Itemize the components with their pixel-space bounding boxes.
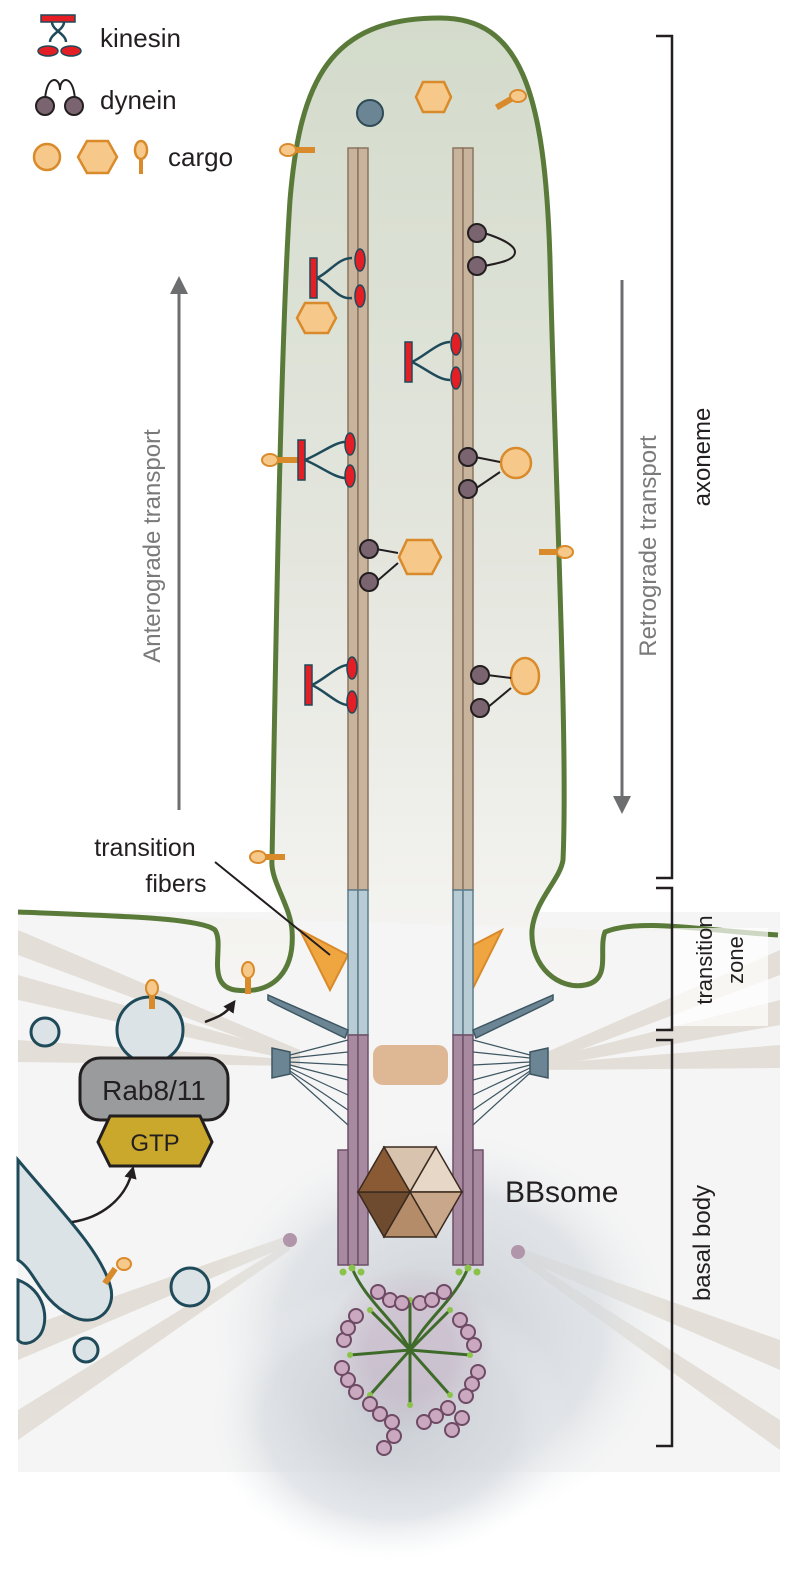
bbsome-label: BBsome [505, 1176, 618, 1209]
cartwheel [325, 1264, 495, 1456]
cargo-legend-icon [32, 139, 149, 175]
kinesin-motors [297, 248, 462, 714]
legend-kinesin-label: kinesin [100, 23, 181, 53]
subdistal-appendage-left [271, 1039, 349, 1126]
axoneme-label: axoneme [689, 408, 716, 507]
transition-zone-label-2: zone [723, 936, 748, 984]
anterograde-label: Anterograde transport [139, 429, 166, 663]
membrane-cargo [102, 89, 574, 1286]
transition-fibers-pointer [214, 861, 331, 956]
vesicle-to-rab-arrow [71, 1165, 137, 1224]
region-brackets [656, 34, 674, 1448]
transition-fiber-left [297, 927, 350, 993]
dynein-legend-icon [35, 79, 84, 116]
gtp-label: GTP [130, 1130, 179, 1157]
legend-cargo-label: cargo [168, 142, 233, 172]
basal-body-label: basal body [689, 1185, 716, 1301]
transition-zone-label-1: transition [692, 915, 717, 1004]
transition-fibers-label-2: fibers [145, 870, 206, 898]
distal-appendages [267, 993, 554, 1040]
vesicle-to-membrane-arrow [204, 999, 236, 1024]
kinesin-legend-icon [37, 14, 82, 57]
particle [356, 99, 384, 127]
subdistal-appendage-right [472, 1039, 549, 1126]
transition-zone-box [672, 928, 768, 1026]
legend: kinesin dynein cargo [32, 14, 233, 175]
bbsome-complex [356, 1145, 464, 1239]
retrograde-label: Retrograde transport [635, 435, 662, 657]
vesicles [16, 995, 211, 1364]
rab-label: Rab8/11 [102, 1075, 206, 1106]
transition-fibers-label-1: transition [94, 834, 195, 862]
legend-dynein-label: dynein [100, 85, 177, 115]
ciliary-membrane [17, 15, 779, 994]
basal-body-microtubules [337, 1034, 484, 1266]
basal-dot-right [511, 1245, 525, 1259]
dynein-motors [359, 223, 517, 718]
basal-dot-left [283, 1233, 297, 1247]
axoneme-microtubules [347, 147, 474, 1036]
cargo-items [295, 80, 541, 696]
rab-gtp-complex: Rab8/11 GTP [78, 1056, 230, 1168]
transition-zone-hub [373, 1045, 448, 1085]
